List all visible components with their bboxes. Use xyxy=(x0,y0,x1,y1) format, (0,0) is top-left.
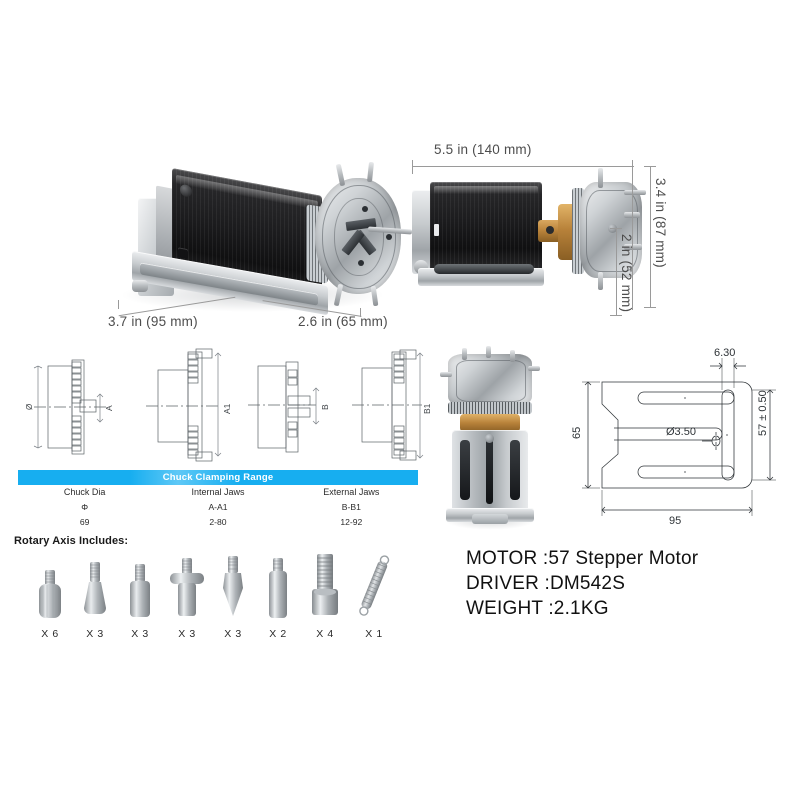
side-product-photo xyxy=(412,168,646,300)
range-table-symbol-row: Φ A-A1 B-B1 xyxy=(18,500,418,515)
part-qty-4: X 3 xyxy=(224,628,242,640)
front-product-photo xyxy=(438,346,542,530)
svg-text:Ø3.50: Ø3.50 xyxy=(666,426,696,438)
hero-dimension-left-group: 3.7 in (95 mm) xyxy=(100,296,260,330)
part-socket-head-cap-screw: X 4 xyxy=(303,552,347,640)
part-qty-7: X 1 xyxy=(365,628,383,640)
spec-text-block: MOTOR :57 Stepper Motor DRIVER :DM542S W… xyxy=(466,546,698,621)
svg-text:65: 65 xyxy=(571,427,583,439)
part-knurled-standoff: X 6 xyxy=(30,566,70,640)
svg-text:57 ± 0.50: 57 ± 0.50 xyxy=(757,390,769,436)
svg-text:B1: B1 xyxy=(422,403,432,414)
hero-dimension-right-group: 2.6 in (65 mm) xyxy=(252,300,422,330)
range-table-title: Chuck Clamping Range xyxy=(18,470,418,485)
range-col-symbol-1: A-A1 xyxy=(208,502,228,512)
part-qty-6: X 4 xyxy=(316,628,334,640)
range-col-value-0: 69 xyxy=(79,517,90,527)
range-col-symbol-0: Φ xyxy=(81,502,89,512)
side-dimension-height-total-group: 3.4 in (87 mm) xyxy=(644,166,686,316)
part-plain-standoff: X 3 xyxy=(120,562,160,640)
part-extension-spring: X 1 xyxy=(350,552,398,640)
hero-product-photo xyxy=(110,160,413,316)
range-col-symbol-2: B-B1 xyxy=(341,502,361,512)
spec-weight: WEIGHT :2.1KG xyxy=(466,598,609,619)
side-dim-height-center: 2 in (52 mm) xyxy=(619,234,634,313)
side-dim-length: 5.5 in (140 mm) xyxy=(434,142,532,157)
range-col-value-1: 2-80 xyxy=(209,517,227,527)
spec-motor: MOTOR :57 Stepper Motor xyxy=(466,548,699,569)
part-qty-5: X 2 xyxy=(269,628,287,640)
part-qty-1: X 3 xyxy=(86,628,104,640)
range-col-header-2: External Jaws xyxy=(323,487,380,497)
chuck-clamping-range-table: Chuck Clamping Range Chuck Dia Internal … xyxy=(18,470,418,530)
svg-text:B: B xyxy=(320,404,330,410)
hero-dim-width-right: 2.6 in (65 mm) xyxy=(298,314,388,329)
svg-text:A: A xyxy=(104,405,114,411)
part-qty-3: X 3 xyxy=(178,628,196,640)
side-dimension-length-group: 5.5 in (140 mm) xyxy=(410,142,645,310)
part-qty-2: X 3 xyxy=(131,628,149,640)
svg-text:Ø: Ø xyxy=(25,404,34,410)
svg-text:A1: A1 xyxy=(222,403,232,414)
hero-dim-width-left: 3.7 in (95 mm) xyxy=(108,314,198,329)
base-plate-drawing: 6.30 65 95 xyxy=(566,344,794,530)
side-dim-height-total: 3.4 in (87 mm) xyxy=(653,178,668,268)
includes-title: Rotary Axis Includes: xyxy=(14,535,129,547)
svg-text:95: 95 xyxy=(669,515,681,527)
svg-text:6.30: 6.30 xyxy=(714,347,735,359)
range-col-value-2: 12-92 xyxy=(340,517,363,527)
part-long-standoff: X 2 xyxy=(258,556,298,640)
part-tapered-post: X 3 xyxy=(75,560,115,640)
part-cone-point-post: X 3 xyxy=(212,554,254,640)
range-table-header-row: Chuck Dia Internal Jaws External Jaws xyxy=(18,485,418,500)
side-dimension-height-center-group: 2 in (52 mm) xyxy=(610,228,652,338)
spec-driver: DRIVER :DM542S xyxy=(466,573,626,594)
part-qty-0: X 6 xyxy=(41,628,59,640)
range-table-value-row: 69 2-80 12-92 xyxy=(18,515,418,530)
range-col-header-1: Internal Jaws xyxy=(191,487,245,497)
chuck-section-drawings: Ø A xyxy=(12,348,432,462)
part-flanged-shoulder-screw: X 3 xyxy=(165,556,209,640)
range-col-header-0: Chuck Dia xyxy=(63,487,106,497)
